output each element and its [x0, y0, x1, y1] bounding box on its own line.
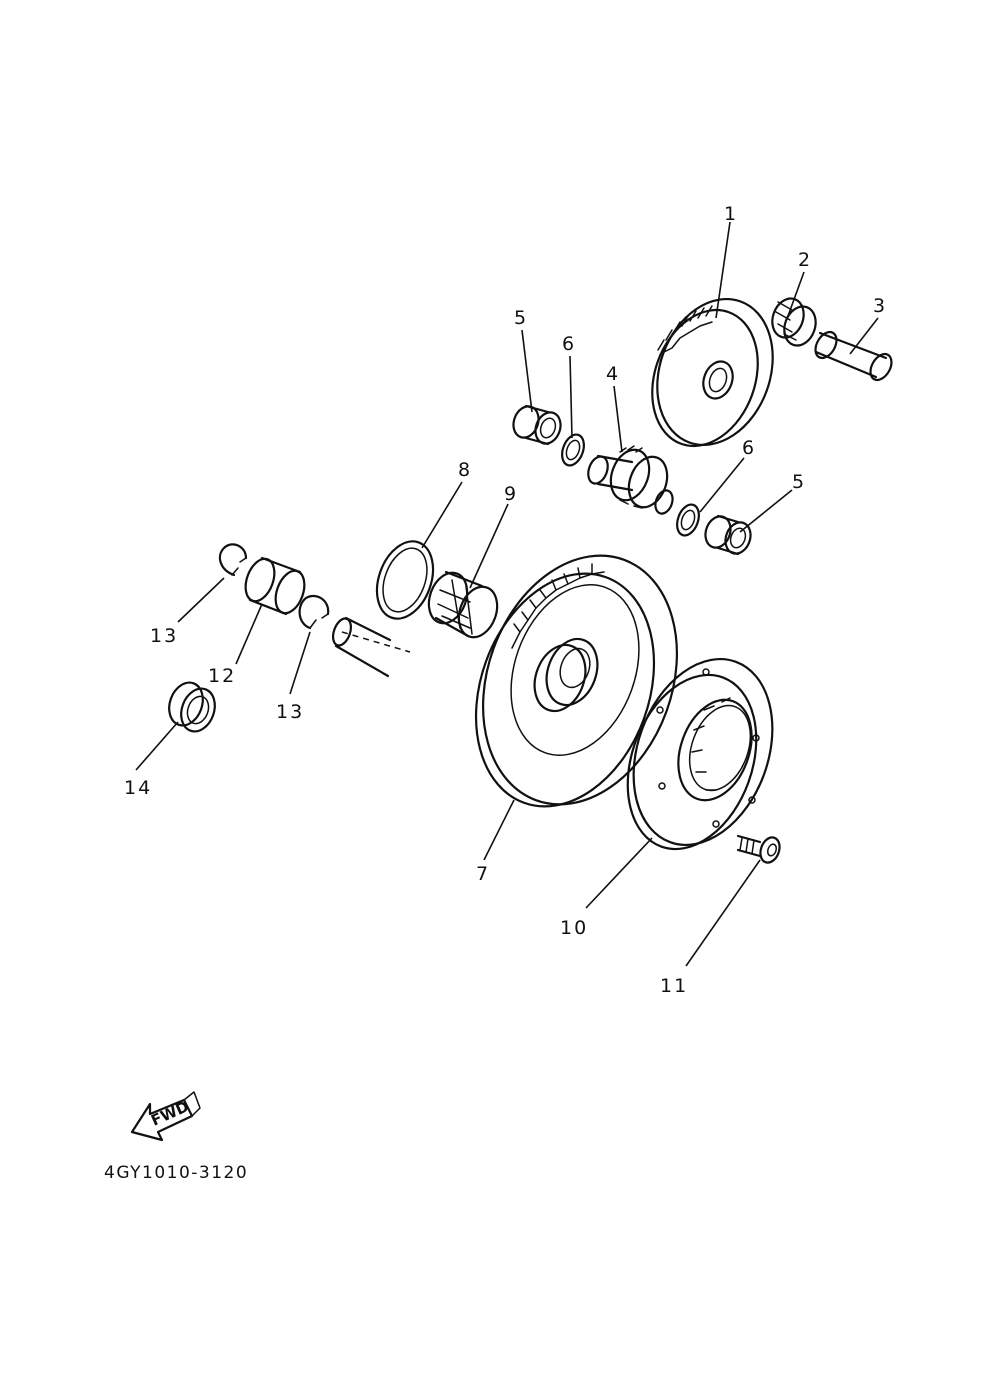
fwd-label: FWD	[148, 1097, 191, 1129]
label-7: 7	[476, 863, 490, 885]
part-11-bolt	[736, 834, 781, 864]
label-11: 11	[660, 975, 688, 997]
part-9-needle-bearing	[427, 570, 499, 639]
part-6-washer-right	[676, 503, 700, 537]
part-2-needle-bearing	[771, 297, 817, 347]
part-3-shaft	[814, 330, 893, 382]
diagram-code: 4GY1010-3120	[104, 1163, 248, 1183]
label-9: 9	[504, 483, 518, 505]
part-4-gear-shaft	[587, 445, 674, 515]
label-14: 14	[124, 777, 152, 799]
part-5-collar-left	[512, 404, 562, 446]
part-7-wheel-gear	[474, 554, 679, 808]
label-5-right: 5	[792, 471, 806, 493]
label-10: 10	[560, 917, 588, 939]
part-8-shim	[375, 540, 435, 620]
part-10-one-way-clutch	[626, 657, 774, 851]
part-1-idler-gear	[651, 297, 774, 448]
part-13-circlip-right	[298, 594, 330, 630]
label-13-left: 13	[150, 625, 178, 647]
label-6-right: 6	[742, 437, 756, 459]
label-2: 2	[798, 249, 812, 271]
part-14-oil-seal	[168, 681, 216, 733]
label-8: 8	[458, 459, 472, 481]
leader-lines	[135, 221, 879, 967]
label-4: 4	[606, 363, 620, 385]
label-5-left: 5	[514, 307, 528, 329]
part-5-collar-right	[704, 514, 752, 556]
label-13-right: 13	[276, 701, 304, 723]
shaft-reference	[331, 616, 411, 678]
fwd-arrow-icon: FWD	[130, 1091, 201, 1142]
part-13-circlip-left	[218, 543, 248, 577]
part-12-collar	[244, 556, 306, 616]
label-1: 1	[724, 203, 738, 225]
label-3: 3	[873, 295, 887, 317]
part-labels: 1 2 3 4 5 5 6 6 7 8 9 10 11 12 13 13 14	[124, 203, 887, 997]
label-12: 12	[208, 665, 236, 687]
part-6-washer-left	[561, 433, 585, 467]
label-6-left: 6	[562, 333, 576, 355]
